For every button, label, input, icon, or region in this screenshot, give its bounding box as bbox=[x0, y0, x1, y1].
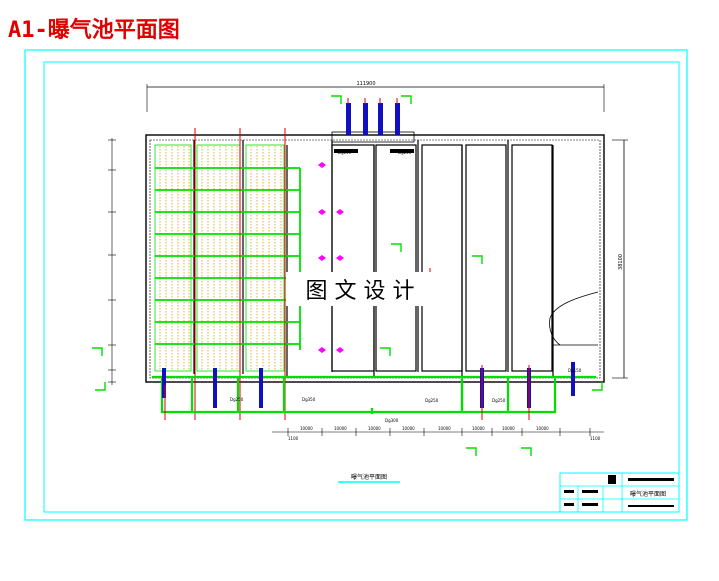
right-dimension: 38100 bbox=[612, 139, 628, 379]
pipe-label: Dg300 bbox=[385, 418, 399, 423]
sheet-outer-frame bbox=[24, 49, 688, 521]
dimension-text: 10000 bbox=[502, 426, 515, 431]
sheet-inner-frame bbox=[43, 61, 680, 513]
pipe-label: Dg350 bbox=[302, 397, 316, 402]
tank-inner-wall bbox=[149, 139, 601, 379]
bottom-dimension-chain: 1100 10000 10000 10000 10000 10000 10000… bbox=[272, 426, 604, 441]
pipe-labels: Dg150 Dg250 Dg250 Dg350 Dg250 Dg300 Dg25… bbox=[230, 150, 582, 423]
dimension-text: 10000 bbox=[334, 426, 347, 431]
page-title: A1-曝气池平面图 bbox=[8, 18, 180, 43]
left-dimension-chain bbox=[108, 138, 116, 385]
valve-symbols bbox=[318, 162, 344, 353]
section-marks bbox=[92, 95, 603, 456]
watermark-backdrop bbox=[286, 272, 434, 306]
dimension-text: 10000 bbox=[536, 426, 549, 431]
pipe-label: Dg150 bbox=[568, 368, 582, 373]
dimension-text: 1100 bbox=[590, 436, 601, 441]
title-block: 曝气池平面图 bbox=[559, 472, 680, 513]
dimension-text: 10000 bbox=[300, 426, 313, 431]
dimension-text: 10000 bbox=[402, 426, 415, 431]
bottom-risers bbox=[162, 362, 575, 408]
pipe-label: Dg150 bbox=[338, 150, 352, 155]
overall-dimension-text: 111900 bbox=[356, 81, 375, 87]
diffuser-grid-corridor-1 bbox=[154, 144, 192, 372]
corridor-partitions bbox=[193, 140, 554, 378]
dimension-text: 10000 bbox=[472, 426, 485, 431]
overall-dimension: 111900 bbox=[146, 81, 605, 112]
pipe-label: Dg250 bbox=[492, 398, 506, 403]
dimension-text: 10000 bbox=[368, 426, 381, 431]
dimension-text: 10000 bbox=[438, 426, 451, 431]
right-dimension-text: 38100 bbox=[618, 254, 624, 270]
diffuser-grid-corridor-2 bbox=[196, 144, 241, 372]
pipe-label: Dg250 bbox=[398, 150, 412, 155]
inlet-pipes-top bbox=[331, 98, 415, 153]
diffuser-grid-corridor-3 bbox=[245, 144, 285, 372]
title-block-name: 曝气池平面图 bbox=[630, 490, 666, 498]
outlet-channel bbox=[549, 291, 599, 346]
bottom-header-red bbox=[164, 365, 530, 420]
pipe-label: Dg250 bbox=[230, 397, 244, 402]
air-header-risers bbox=[194, 128, 431, 420]
drawing-caption: 曝气池平面图 bbox=[351, 473, 387, 481]
dimension-text: 1100 bbox=[288, 436, 299, 441]
watermark-text: 图 文 设 计 bbox=[306, 279, 415, 304]
tank-outer-wall bbox=[145, 134, 605, 383]
air-laterals bbox=[155, 167, 301, 350]
pipe-label: Dg250 bbox=[425, 398, 439, 403]
